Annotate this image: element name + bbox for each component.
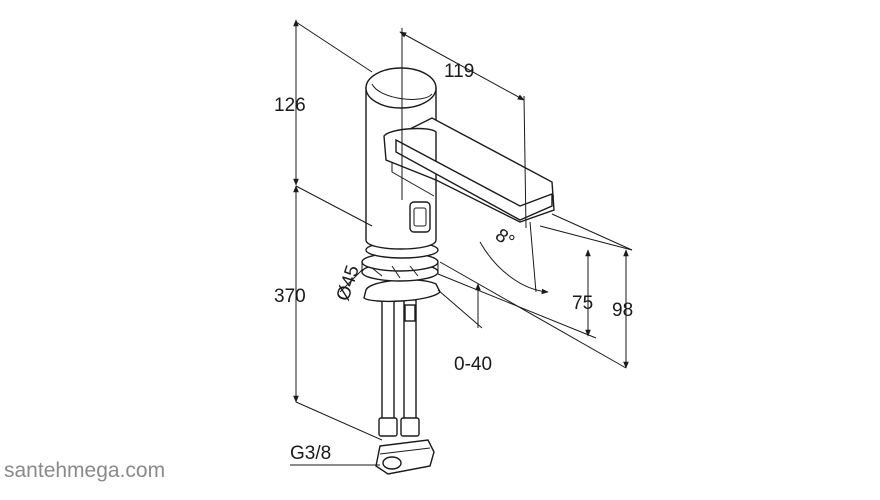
dim-diameter-label: Ø45 (333, 263, 364, 304)
mounting-clamp (363, 279, 441, 303)
dim-75-label: 75 (572, 293, 593, 314)
faucet-body (361, 67, 555, 475)
dimension-lines (290, 19, 633, 466)
dim-angle-label: 8° (491, 225, 518, 253)
sensor-window (409, 201, 431, 233)
dim-126-label: 126 (274, 95, 306, 116)
thread-g38-label: G3/8 (290, 443, 331, 464)
union-nut (375, 439, 435, 475)
dim-119-label: 119 (444, 61, 474, 82)
hose-left (381, 284, 395, 431)
dim-0-40-label: 0-40 (454, 354, 492, 375)
dim-370-label: 370 (274, 286, 306, 307)
watermark-text: santehmega.com (4, 459, 165, 482)
hose-fittings (378, 304, 420, 437)
dim-98-label: 98 (612, 300, 633, 321)
